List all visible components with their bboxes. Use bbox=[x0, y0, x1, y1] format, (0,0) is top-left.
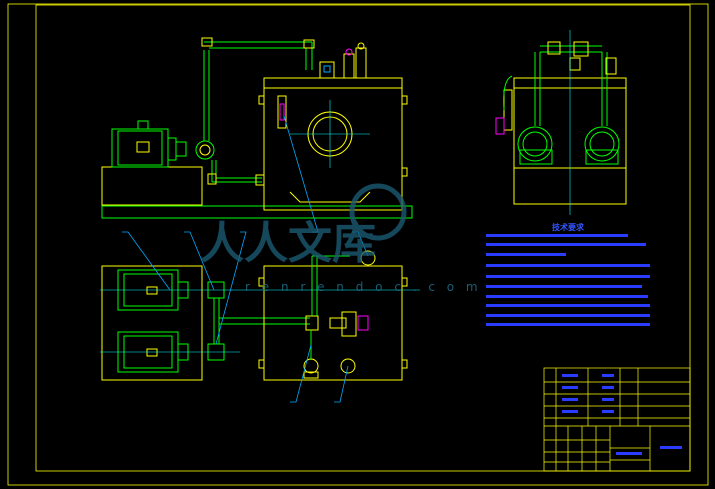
watermark-text: 人人文库 bbox=[200, 218, 376, 269]
technical-requirements-block bbox=[486, 234, 650, 326]
watermark-logo: 人人文库 bbox=[200, 183, 407, 269]
front-view bbox=[101, 37, 413, 219]
leader-lines bbox=[122, 115, 369, 403]
title-block-text-marks bbox=[562, 374, 682, 455]
level-gauge bbox=[277, 95, 287, 129]
oil-tank-front bbox=[263, 77, 403, 211]
oil-tank-top bbox=[263, 265, 403, 381]
side-view bbox=[495, 30, 627, 215]
motor-base bbox=[101, 166, 203, 206]
base-plate bbox=[101, 205, 413, 219]
watermark-url: r e n r e n d o c . c o m bbox=[245, 280, 482, 294]
motor-body bbox=[111, 128, 169, 168]
top-view bbox=[100, 250, 420, 381]
technical-requirements-title: 技术要求 bbox=[552, 223, 584, 232]
drawing-frame bbox=[7, 3, 709, 486]
title-block bbox=[543, 367, 691, 472]
motor-base-top bbox=[101, 265, 203, 381]
